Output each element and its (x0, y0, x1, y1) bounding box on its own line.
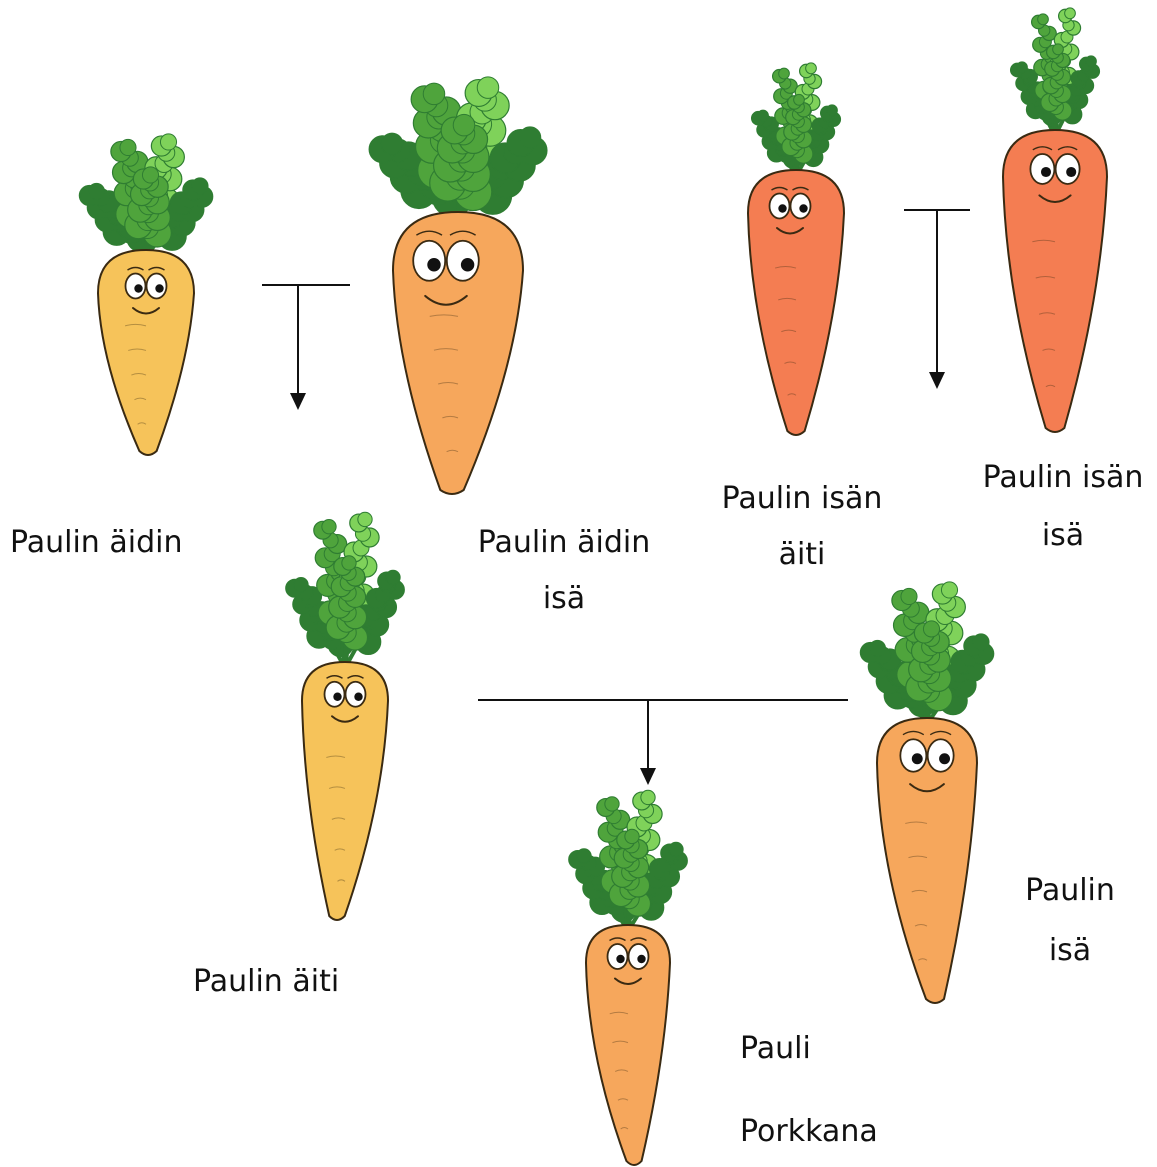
connector-parents (478, 700, 848, 785)
label-line: isä (466, 584, 662, 614)
carrot-maternal-grandmother (79, 134, 212, 455)
label-line: Porkkana (740, 1117, 878, 1147)
connector-maternal-grandparents (262, 285, 350, 410)
carrot-mother (286, 512, 405, 920)
carrot-paternal-grandmother (748, 63, 844, 435)
carrot-paternal-grandfather (1003, 8, 1107, 432)
label-line: äiti (712, 540, 892, 570)
label-line: Pauli (740, 1034, 878, 1064)
label-paternal-grandfather: Paulin isän isä (974, 463, 1152, 551)
label-maternal-grandmother: Paulin äidin (10, 528, 182, 558)
label-line: Paulin isän (974, 463, 1152, 493)
label-line: Paulin (1014, 876, 1126, 906)
label-child: Pauli Porkkana (740, 1034, 878, 1147)
label-mother: Paulin äiti (193, 967, 339, 997)
carrot-father (860, 582, 993, 1003)
label-line: isä (1014, 936, 1126, 966)
connector-paternal-grandparents (904, 210, 970, 389)
carrot-maternal-grandfather (369, 77, 547, 494)
label-line: isä (974, 521, 1152, 551)
label-line: Paulin äidin (466, 528, 662, 558)
label-line: Paulin isän (712, 484, 892, 514)
label-paternal-grandmother: Paulin isän äiti (712, 484, 892, 570)
label-maternal-grandfather: Paulin äidin isä (466, 528, 662, 614)
label-father: Paulin isä (1014, 876, 1126, 966)
carrot-child-pauli (569, 790, 688, 1165)
